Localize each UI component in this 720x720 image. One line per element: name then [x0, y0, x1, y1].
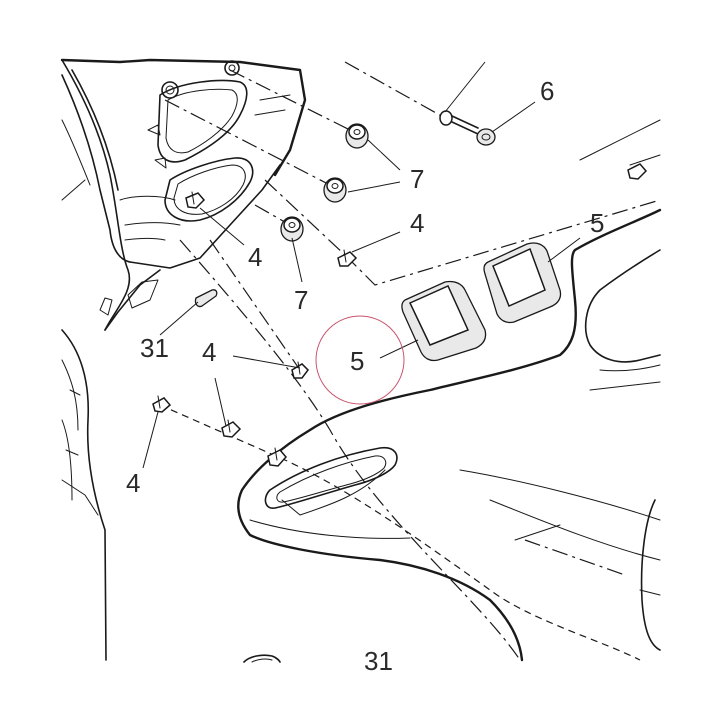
label-5-circled: 5 — [350, 346, 364, 376]
grommet-part-7-middle — [323, 177, 347, 203]
partial-bottom-part — [243, 654, 281, 663]
clip-part-4-e — [221, 419, 242, 438]
label-7-bottom: 7 — [294, 285, 308, 315]
screw-part-6 — [439, 110, 496, 146]
label-6: 6 — [540, 76, 554, 106]
label-31: 31 — [140, 333, 169, 363]
leader-lines — [142, 61, 581, 469]
label-4-top-right: 4 — [410, 208, 424, 238]
inner-panel-frame — [60, 58, 307, 331]
highlight-circle — [315, 315, 405, 405]
label-5-right: 5 — [590, 208, 604, 238]
clip-part-4-c — [291, 361, 309, 379]
pad-part-5-b — [483, 242, 562, 324]
clip-part-4-g — [627, 163, 648, 180]
side-fairing-panel — [237, 119, 662, 662]
label-4-center: 4 — [202, 337, 216, 367]
lower-left-panel — [61, 329, 107, 661]
centerlines — [159, 61, 661, 661]
grommet-part-7-top — [345, 123, 369, 149]
seal-part-31 — [194, 289, 218, 308]
label-4-middle: 4 — [248, 242, 262, 272]
clip-part-4-f — [267, 447, 287, 467]
clip-part-4-d — [152, 395, 172, 413]
pad-part-5-a — [401, 280, 487, 362]
label-4-bottom-left: 4 — [126, 468, 140, 498]
label-partial-bottom: 31 — [364, 646, 393, 676]
clip-part-4-b — [185, 191, 206, 209]
label-7-top: 7 — [410, 164, 424, 194]
grommet-part-7-bottom — [280, 216, 304, 242]
clip-part-4-a — [337, 249, 358, 267]
